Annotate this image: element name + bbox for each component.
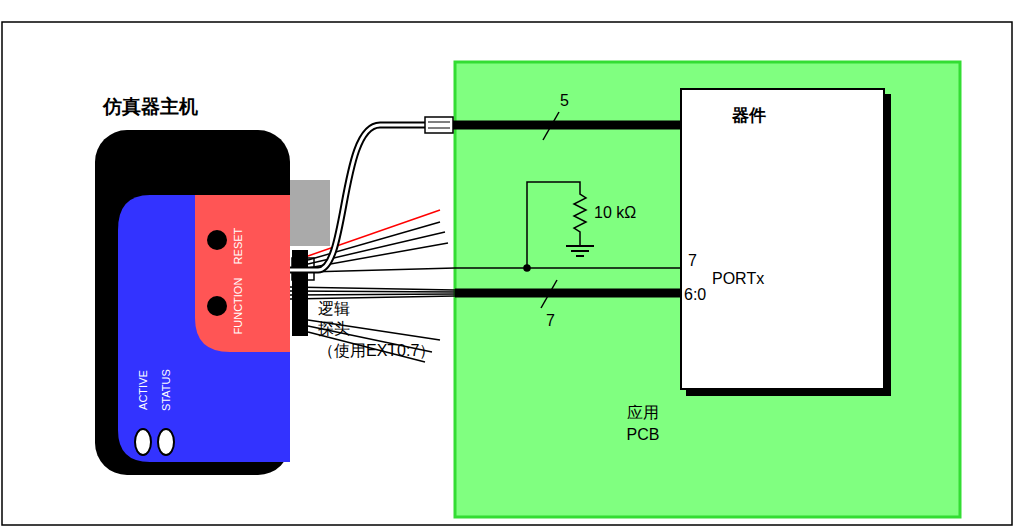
button-label: RESET [232,228,244,265]
probe-wires [308,210,455,362]
button-label: FUNCTION [232,278,244,335]
node-label: 器件 [732,104,766,127]
cable-connector [290,117,680,270]
pin-number: 7 [688,252,697,270]
led-label: STATUS [160,369,172,411]
probe-label: 探头 [318,320,350,338]
probe-label: 逻辑 [318,300,350,318]
bus-width: 7 [546,312,555,330]
pcb-fill [455,62,960,517]
pulldown-resistor-circuit [455,182,680,271]
emulator-host: 仿真器主机 [95,92,290,475]
probe-bus [290,287,680,299]
probe-label: （使用EXT0:7） [318,342,435,360]
emulator-pod [95,130,330,475]
figure-frame [2,22,1012,525]
probe-connector [292,250,308,336]
port-name: PORTx [712,270,764,288]
resistor-value: 10 kΩ [594,204,636,222]
pin-number: 6:0 [684,286,706,304]
led-label: ACTIVE [137,370,149,410]
node-label: 应用 PCB [615,402,671,447]
device-box: 器件 [680,88,885,390]
bus-width: 5 [560,92,569,110]
node-label: 仿真器主机 [103,94,198,120]
application-pcb: 应用 PCB 器件 [455,62,960,517]
